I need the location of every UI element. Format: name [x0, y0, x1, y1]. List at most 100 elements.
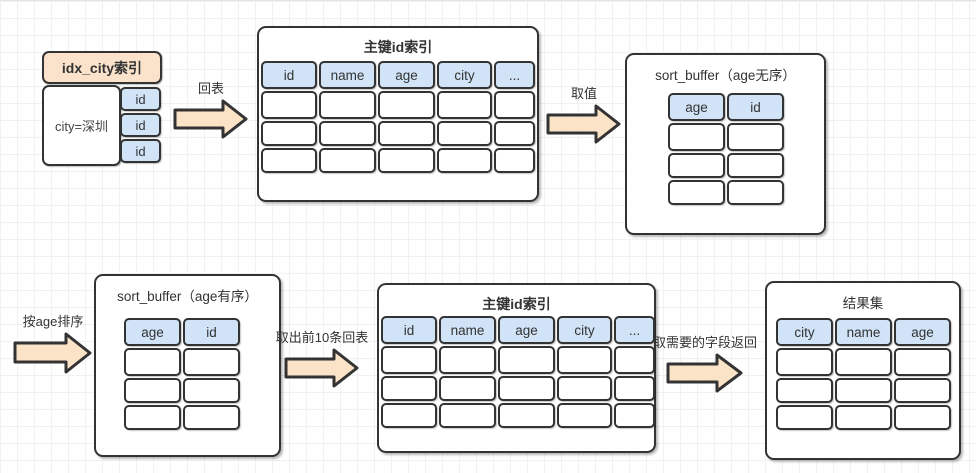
table-row [776, 405, 951, 430]
empty-cell [835, 405, 892, 430]
empty-cell [319, 91, 376, 119]
table-row [668, 153, 784, 178]
empty-cell [614, 346, 655, 374]
table-row [124, 378, 240, 403]
empty-cell [437, 121, 492, 146]
idx-city-index-title: idx_city索引 [42, 51, 162, 84]
empty-cell [319, 148, 376, 173]
primary-table-bottom-title: 主键id索引 [482, 296, 551, 312]
table-row [776, 348, 951, 376]
empty-cell [183, 405, 240, 430]
idx-city-id-cell: id [120, 87, 161, 111]
empty-cell [776, 378, 833, 403]
sort-buffer-ordered-title: sort_buffer（age有序） [117, 289, 258, 304]
empty-cell [319, 121, 376, 146]
empty-cell [727, 123, 784, 151]
empty-cell [261, 91, 317, 119]
empty-cell [439, 403, 496, 428]
empty-cell [381, 403, 437, 428]
empty-cell [494, 121, 535, 146]
table-row [381, 376, 655, 401]
table-row [381, 346, 655, 374]
empty-cell [498, 346, 555, 374]
table-row [776, 378, 951, 403]
idx-city-id-cell: id [120, 113, 161, 137]
primary-table-top-grid: id name age city ... [261, 61, 535, 175]
column-header-city: city [557, 316, 612, 344]
empty-cell [439, 376, 496, 401]
empty-cell [894, 405, 951, 430]
arrow-back-to-table: 回表 [173, 81, 249, 145]
table-header-row: city name age [776, 318, 951, 346]
empty-cell [378, 121, 435, 146]
table-row [668, 180, 784, 205]
arrow-return-needed-fields-label: 取需要的字段返回 [652, 335, 758, 350]
empty-cell [124, 378, 181, 403]
result-set-title: 结果集 [842, 296, 884, 311]
table-row [381, 403, 655, 428]
empty-cell [498, 376, 555, 401]
column-header-age: age [894, 318, 951, 346]
empty-cell [378, 148, 435, 173]
empty-cell [835, 378, 892, 403]
column-header-age: age [378, 61, 435, 89]
arrow-sort-by-age-label: 按age排序 [22, 314, 84, 329]
empty-cell [776, 348, 833, 376]
empty-cell [614, 376, 655, 401]
column-header-name: name [835, 318, 892, 346]
empty-cell [183, 378, 240, 403]
empty-cell [557, 403, 612, 428]
empty-cell [124, 405, 181, 430]
empty-cell [381, 376, 437, 401]
empty-cell [124, 348, 181, 376]
right-arrow-icon [546, 104, 621, 144]
table-row [124, 405, 240, 430]
column-header-name: name [319, 61, 376, 89]
right-arrow-icon [284, 348, 359, 388]
arrow-sort-by-age: 按age排序 [13, 314, 93, 380]
sort-buffer-ordered-grid: age id [124, 318, 240, 432]
empty-cell [557, 346, 612, 374]
empty-cell [498, 403, 555, 428]
result-set-panel: 结果集 city name age [765, 281, 961, 460]
column-header-age: age [124, 318, 181, 346]
empty-cell [378, 91, 435, 119]
column-header-id: id [183, 318, 240, 346]
column-header-city: city [437, 61, 492, 89]
arrow-top10-back-to-table: 取出前10条回表 [276, 330, 368, 394]
table-header-row: age id [124, 318, 240, 346]
empty-cell [437, 148, 492, 173]
table-row [261, 91, 535, 119]
primary-table-top-title: 主键id索引 [363, 39, 433, 55]
sort-buffer-unordered-grid: age id [668, 93, 784, 207]
empty-cell [439, 346, 496, 374]
table-row [261, 148, 535, 173]
empty-cell [727, 180, 784, 205]
empty-cell [614, 403, 655, 428]
table-header-row: age id [668, 93, 784, 121]
table-header-row: id name age city ... [261, 61, 535, 89]
empty-cell [557, 376, 612, 401]
table-row [124, 348, 240, 376]
empty-cell [668, 180, 725, 205]
idx-city-index-body: city=深圳 [42, 85, 121, 166]
empty-cell [668, 153, 725, 178]
result-set-grid: city name age [776, 318, 951, 432]
primary-key-index-table-top: 主键id索引 id name age city ... [257, 26, 539, 202]
empty-cell [381, 346, 437, 374]
column-header-age: age [498, 316, 555, 344]
table-header-row: id name age city ... [381, 316, 655, 344]
idx-city-condition: city=深圳 [54, 119, 109, 134]
column-header-name: name [439, 316, 496, 344]
right-arrow-icon [666, 353, 743, 393]
empty-cell [894, 348, 951, 376]
primary-table-bottom-grid: id name age city ... [381, 316, 655, 430]
table-row [261, 121, 535, 146]
primary-key-index-table-bottom: 主键id索引 id name age city ... [377, 283, 656, 453]
right-arrow-icon [13, 332, 92, 374]
empty-cell [437, 91, 492, 119]
arrow-top10-back-to-table-label: 取出前10条回表 [275, 330, 369, 345]
right-arrow-icon [173, 99, 248, 139]
idx-city-id-cell: id [120, 139, 161, 163]
